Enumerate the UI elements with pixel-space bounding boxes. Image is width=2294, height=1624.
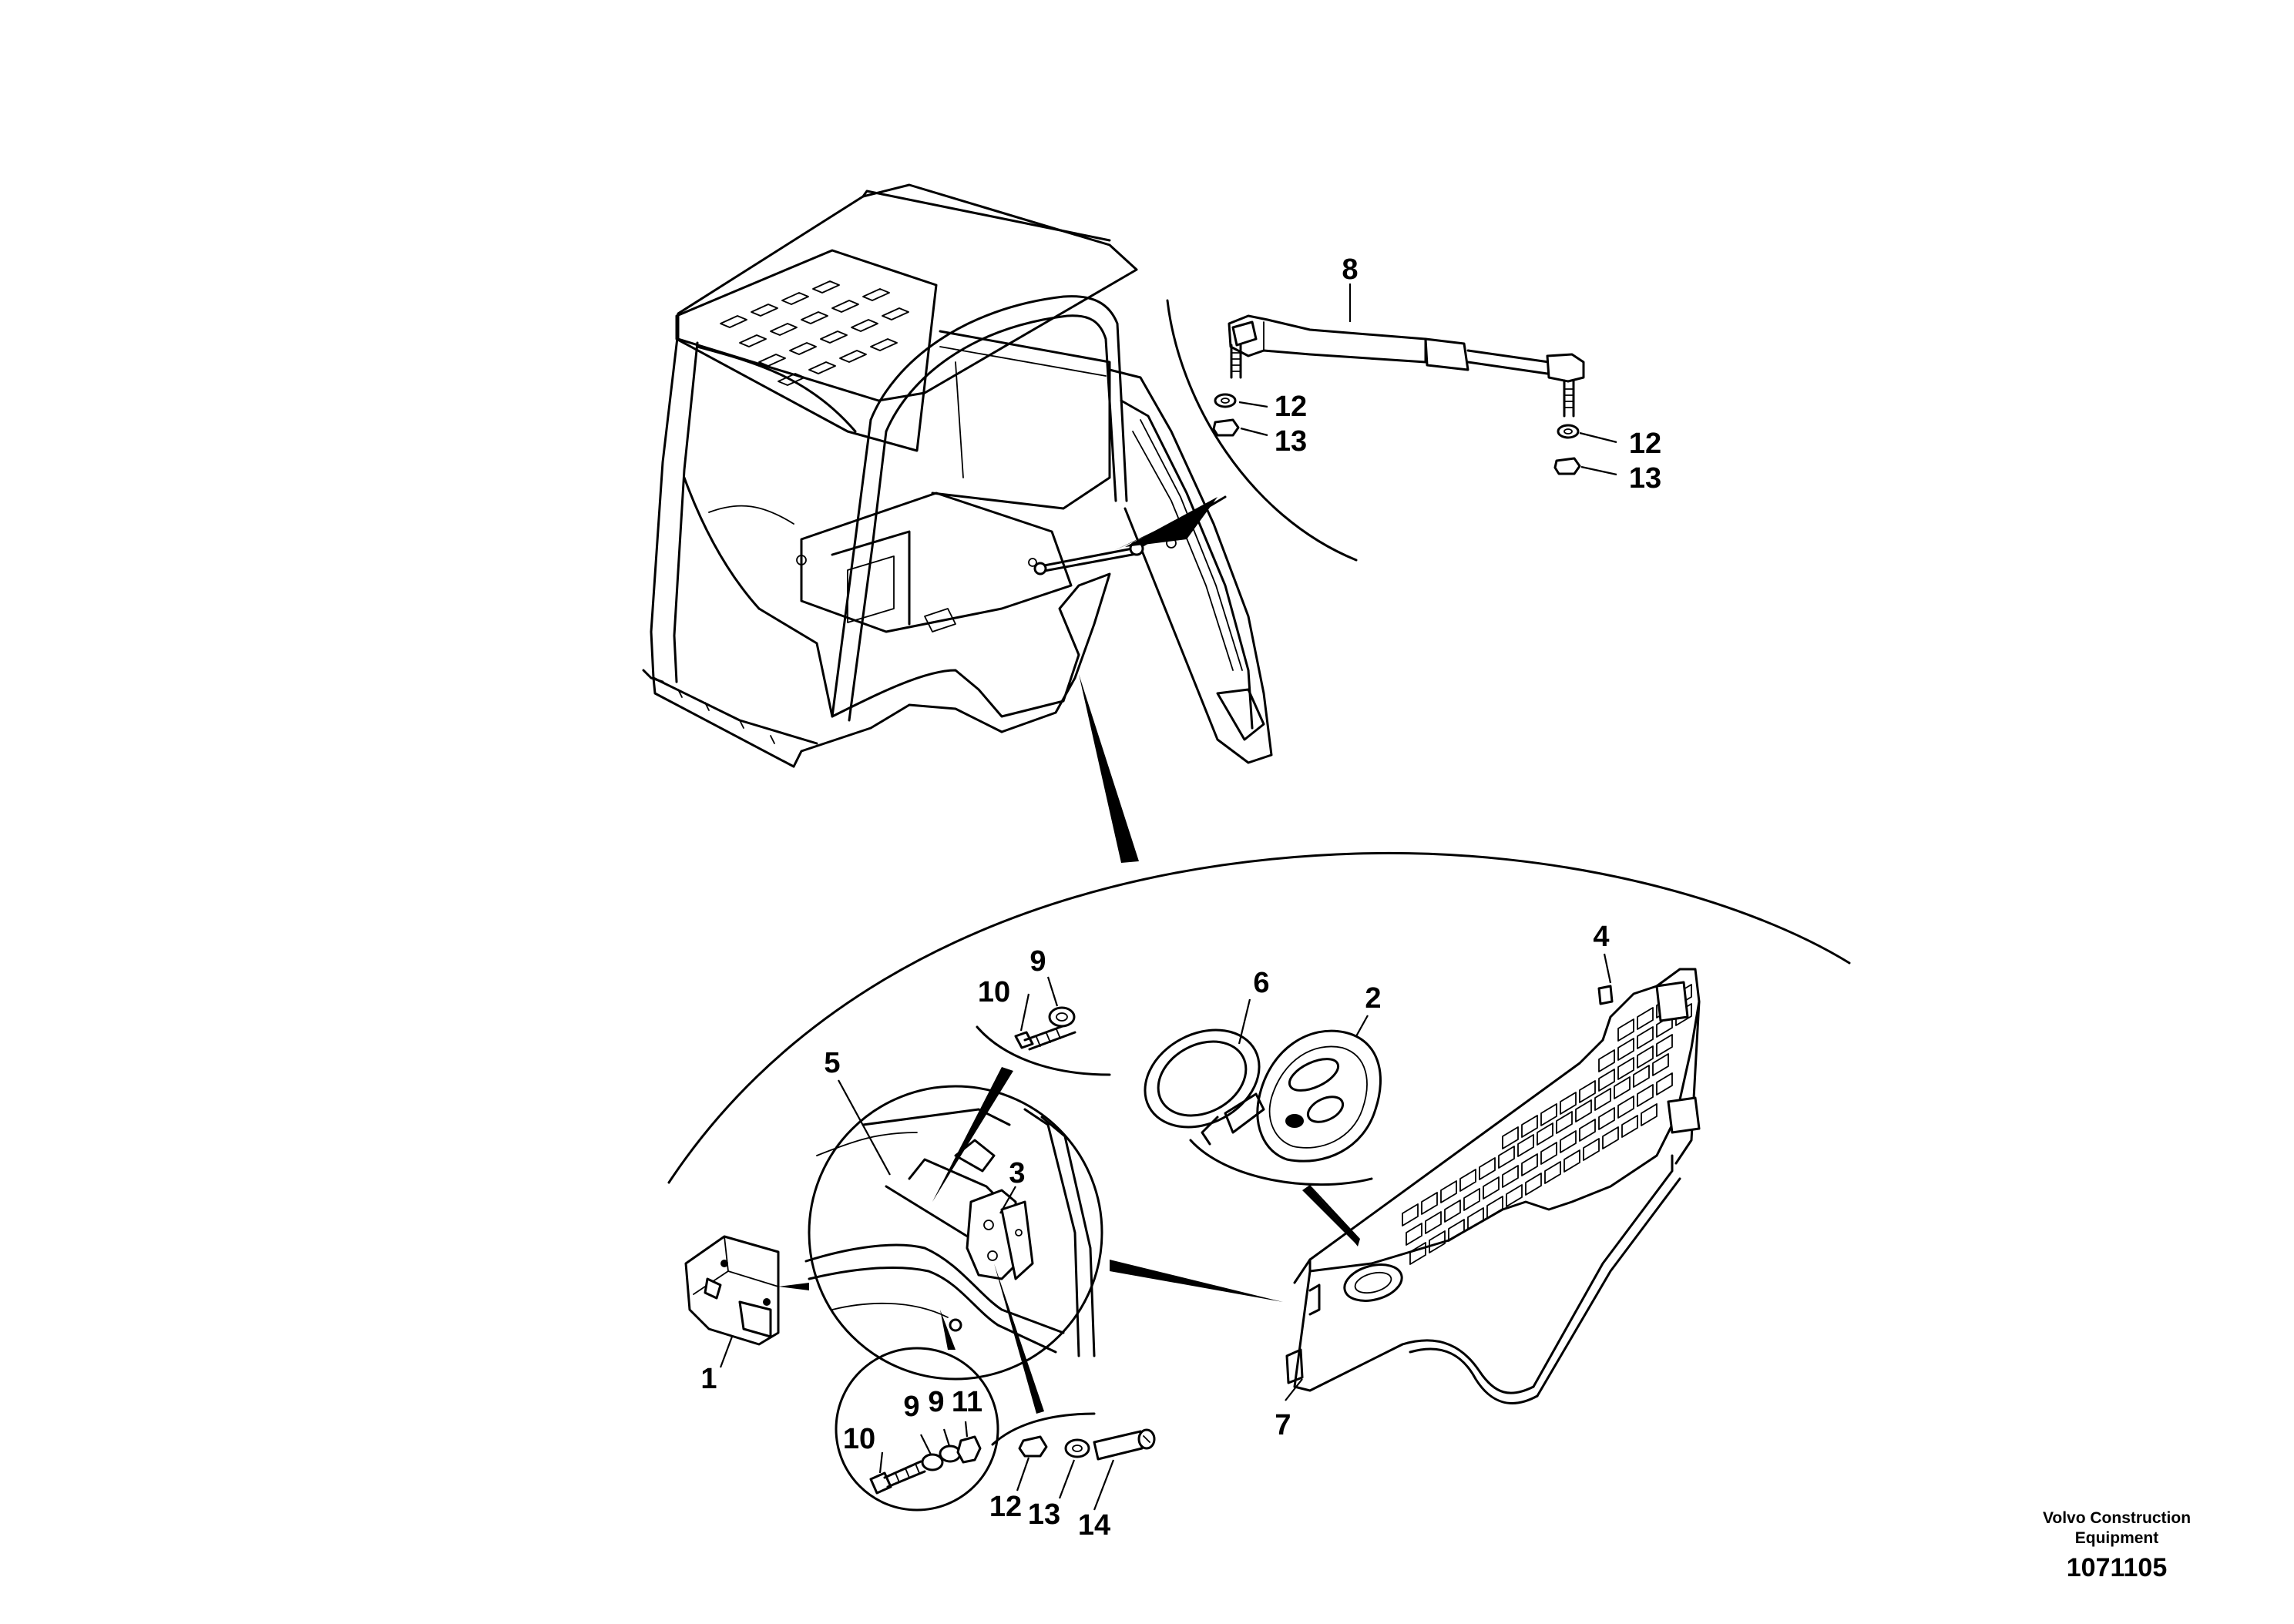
label-part-9: 9 bbox=[928, 1386, 944, 1418]
callout-pointer bbox=[994, 1263, 1044, 1414]
callout-pointer bbox=[1125, 497, 1218, 547]
label-part-13: 13 bbox=[1629, 462, 1661, 495]
label-part-1: 1 bbox=[700, 1363, 717, 1395]
label-part-3: 3 bbox=[1009, 1157, 1025, 1189]
callout-pointer bbox=[778, 1283, 809, 1290]
label-part-4: 4 bbox=[1593, 921, 1609, 953]
label-part-13: 13 bbox=[1275, 425, 1307, 458]
label-part-6: 6 bbox=[1253, 967, 1269, 999]
drawing-number: 1071105 bbox=[2066, 1553, 2168, 1582]
callout-pointer bbox=[1079, 674, 1139, 863]
label-part-11: 11 bbox=[952, 1386, 982, 1418]
label-part-10: 10 bbox=[843, 1423, 875, 1455]
label-part-12: 12 bbox=[989, 1491, 1022, 1523]
label-part-9: 9 bbox=[903, 1391, 919, 1423]
label-part-13: 13 bbox=[1028, 1498, 1060, 1531]
callout-pointer bbox=[940, 1310, 956, 1350]
callout-pointer bbox=[932, 1067, 1013, 1202]
callout-pointer bbox=[1110, 1260, 1283, 1302]
callout-pointer bbox=[1302, 1185, 1356, 1244]
label-part-7: 7 bbox=[1275, 1409, 1291, 1441]
company-name-line1: Volvo Construction bbox=[2042, 1509, 2192, 1527]
label-part-2: 2 bbox=[1365, 982, 1381, 1015]
label-part-10: 10 bbox=[978, 976, 1010, 1008]
cab-assembly bbox=[642, 183, 1273, 768]
label-part-12: 12 bbox=[1629, 428, 1661, 460]
label-part-12: 12 bbox=[1275, 391, 1307, 423]
label-part-5: 5 bbox=[824, 1047, 840, 1079]
label-part-9: 9 bbox=[1029, 945, 1046, 978]
part-labels: 8 12 13 12 13 6 2 4 9 10 5 3 7 1 10 9 9 … bbox=[700, 253, 1661, 1542]
detail-door-assembly bbox=[667, 674, 1851, 1512]
company-name-line2: Equipment bbox=[2074, 1529, 2159, 1547]
label-part-8: 8 bbox=[1342, 253, 1358, 286]
label-part-14: 14 bbox=[1078, 1509, 1110, 1542]
title-block: Volvo Construction Equipment 1071105 bbox=[2001, 1508, 2232, 1583]
detail-gas-strut bbox=[1113, 284, 1617, 562]
